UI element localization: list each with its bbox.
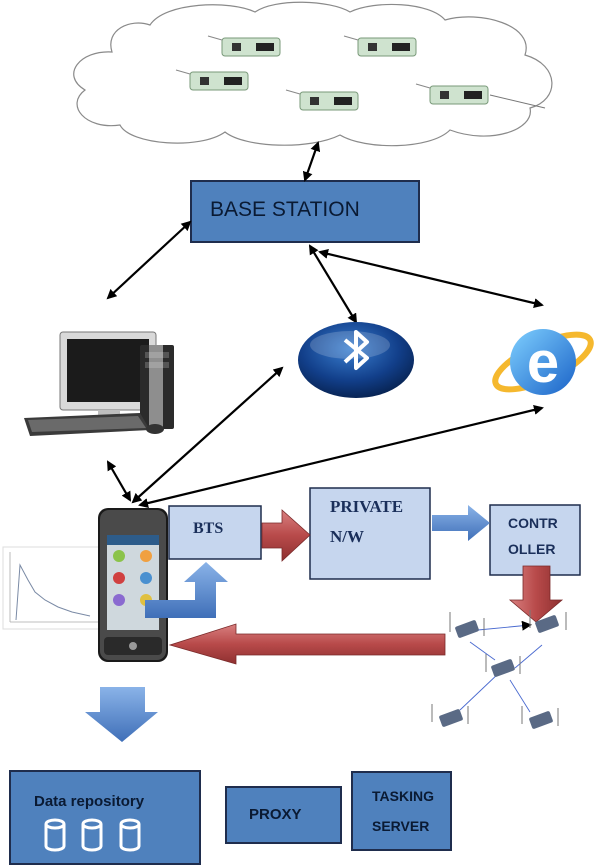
phone-browser-link xyxy=(138,405,544,508)
controller-label-line2: OLLER xyxy=(508,541,556,557)
sensor-node xyxy=(521,706,559,729)
base-bluetooth-link xyxy=(308,244,358,324)
proxy-box xyxy=(225,786,342,844)
data-repository-box xyxy=(9,770,201,865)
phone-to-bts-arrow xyxy=(145,562,228,618)
sensor-node xyxy=(485,654,521,677)
block-arrows xyxy=(85,505,564,742)
bts-label: BTS xyxy=(193,520,224,537)
computer-phone-link xyxy=(106,460,132,502)
bts-box xyxy=(168,505,262,560)
mobile-phone-icon xyxy=(98,508,168,662)
cloud-sensor-node xyxy=(207,35,281,57)
database-icon xyxy=(119,818,141,852)
sensor-node xyxy=(431,704,469,727)
database-icon xyxy=(44,818,66,852)
sensor-cloud-icon xyxy=(73,1,553,147)
bts-to-private-arrow xyxy=(261,509,311,562)
phone-to-repository-arrow xyxy=(85,687,158,742)
private-to-controller-arrow xyxy=(432,505,490,541)
internet-explorer-icon: e xyxy=(492,329,594,395)
base-station-box xyxy=(190,180,420,243)
cloud-base-link xyxy=(302,141,321,182)
private-nw-label-line2: N/W xyxy=(330,527,364,546)
sensor-node xyxy=(449,612,485,638)
data-repository-label: Data repository xyxy=(34,793,145,810)
proxy-label: PROXY xyxy=(249,806,302,823)
plot-thumbnail xyxy=(2,546,102,630)
tasking-server-label-line2: SERVER xyxy=(372,818,430,834)
base-browser-link xyxy=(318,248,544,309)
tasking-server-box xyxy=(351,771,452,851)
tasking-server-label-line1: TASKING xyxy=(372,788,434,804)
controller-label-line1: CONTR xyxy=(508,515,558,531)
private-nw-label-line1: PRIVATE xyxy=(330,497,404,516)
base-station-label: BASE STATION xyxy=(210,198,360,221)
database-icon xyxy=(81,818,103,852)
sensors-to-phone-arrow xyxy=(168,623,446,665)
svg-text:e: e xyxy=(527,330,559,395)
controller-to-sensors-arrow xyxy=(508,565,564,623)
cloud-sensor-node xyxy=(343,35,417,57)
desktop-computer-icon xyxy=(24,331,174,436)
cloud-sensor-node xyxy=(285,89,359,111)
bluetooth-icon xyxy=(298,322,414,398)
sensor-network-icon xyxy=(431,610,567,729)
cloud-sensor-node xyxy=(175,69,249,91)
private-nw-box xyxy=(309,487,431,580)
base-computer-link xyxy=(106,220,192,300)
connection-arrows xyxy=(106,141,544,508)
controller-box xyxy=(489,504,581,576)
sensor-node xyxy=(529,610,567,633)
cloud-sensor-node xyxy=(415,83,489,105)
